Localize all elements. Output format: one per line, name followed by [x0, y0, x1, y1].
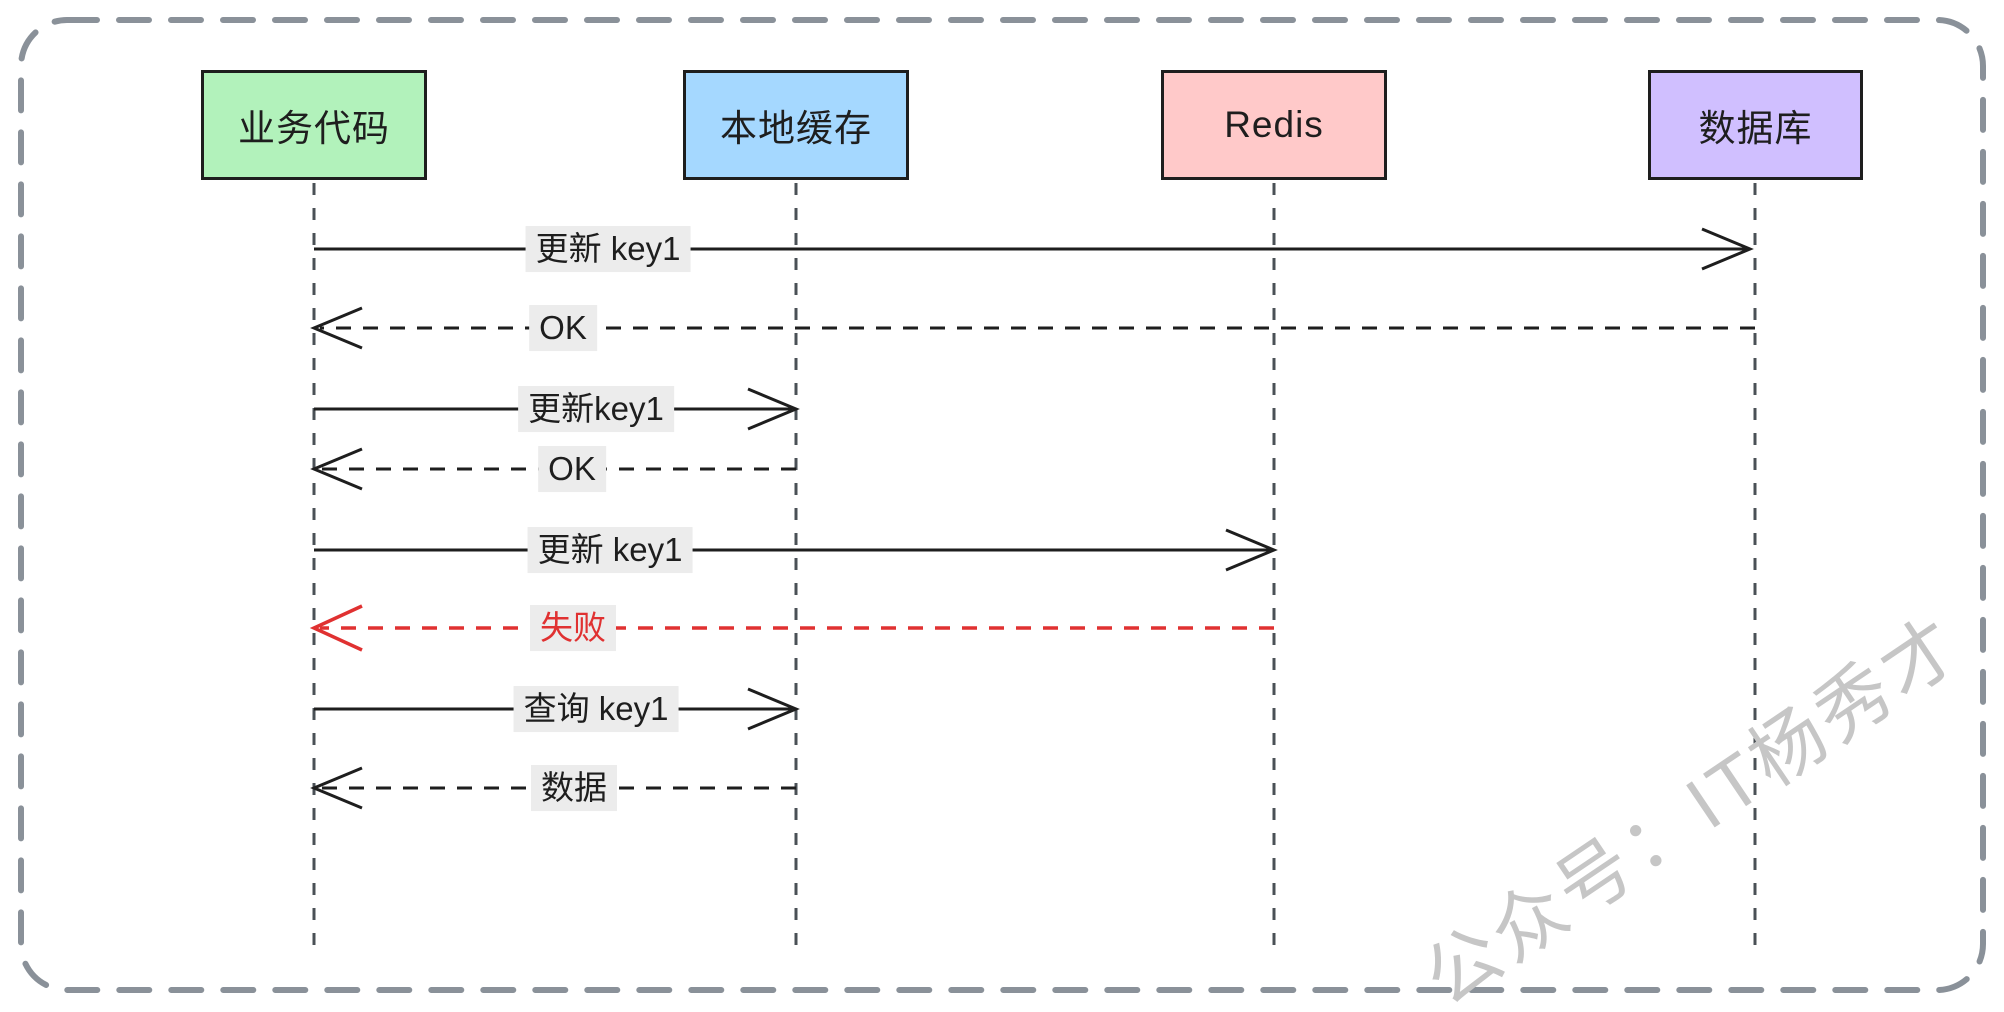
arrowhead-left-icon: [310, 306, 363, 350]
message-label-query-key1-localcache: 查询 key1: [513, 686, 679, 732]
arrowhead-left-icon: [310, 447, 363, 491]
message-label-ok-from-localcache: OK: [538, 446, 606, 492]
message-label-ok-from-db: OK: [529, 305, 597, 351]
arrowhead-right-icon: [747, 687, 800, 731]
actor-local-cache: 本地缓存: [683, 70, 909, 180]
message-label-data-from-localcache: 数据: [531, 765, 617, 811]
arrowhead-right-icon: [1225, 528, 1278, 572]
arrowhead-right-icon: [747, 387, 800, 431]
message-label-update-key1-localcache: 更新key1: [518, 386, 674, 432]
arrowhead-left-red-icon: [309, 604, 363, 652]
arrowhead-right-icon: [1701, 227, 1754, 271]
actor-business-code: 业务代码: [201, 70, 427, 180]
arrowhead-left-icon: [310, 766, 363, 810]
outer-dashed-border: [18, 17, 1986, 993]
message-label-fail-from-redis: 失败: [530, 605, 616, 651]
message-label-update-key1-db: 更新 key1: [525, 226, 691, 272]
actor-redis: Redis: [1161, 70, 1387, 180]
message-label-update-key1-redis: 更新 key1: [527, 527, 693, 573]
actor-database: 数据库: [1648, 70, 1863, 180]
